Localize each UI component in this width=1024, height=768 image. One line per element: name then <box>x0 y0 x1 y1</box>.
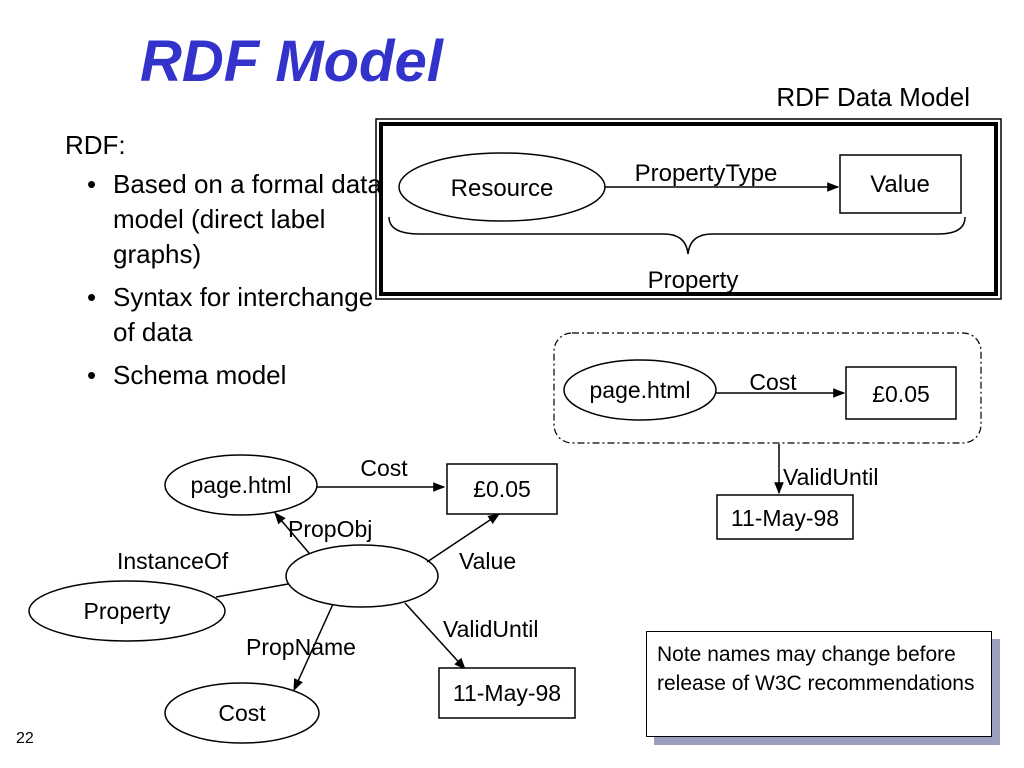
cost-node <box>164 682 320 744</box>
value-node <box>839 154 962 214</box>
reified-subject-node <box>164 454 318 516</box>
propobj-label: PropObj <box>288 516 372 542</box>
example-validuntil-label: ValidUntil <box>783 464 878 490</box>
bullet-item: Syntax for interchange of data <box>65 280 395 350</box>
property-label: Property <box>648 267 739 294</box>
data-model-caption: RDF Data Model <box>776 82 970 112</box>
note-box: Note names may change before release of … <box>646 631 992 737</box>
value-arrow <box>426 513 500 563</box>
property-type-label: PropertyType <box>635 160 778 187</box>
example-subject-label: page.html <box>589 377 690 403</box>
example-value-node <box>845 366 957 420</box>
data-model-frame-outer <box>375 118 1002 300</box>
reified-value-node <box>446 463 558 515</box>
reified-subject-label: page.html <box>190 472 291 498</box>
example-date-label: 11-May-98 <box>731 505 839 531</box>
property-node-label: Property <box>84 598 171 624</box>
validuntil-label: ValidUntil <box>443 616 538 642</box>
resource-label: Resource <box>451 175 554 202</box>
validuntil-arrow <box>404 602 466 670</box>
example-group <box>553 332 982 444</box>
property-node <box>28 580 226 642</box>
propobj-arrow <box>274 512 310 554</box>
bullet-list: RDF: Based on a formal data model (direc… <box>65 128 395 401</box>
example-cost-label: Cost <box>749 369 797 395</box>
slide-title: RDF Model <box>140 29 443 94</box>
example-value-label: £0.05 <box>872 381 930 407</box>
bullet-item: Based on a formal data model (direct lab… <box>65 167 395 272</box>
value-label: Value <box>870 171 930 198</box>
example-subject-node <box>563 359 717 421</box>
value-edge-label: Value <box>459 548 516 574</box>
bullet-item: Schema model <box>65 358 395 393</box>
cost-node-label: Cost <box>218 700 266 726</box>
example-date-node <box>716 494 854 540</box>
property-brace <box>388 216 966 255</box>
slide-number: 22 <box>16 730 34 747</box>
propname-arrow <box>293 603 334 692</box>
data-model-frame-inner <box>379 122 998 296</box>
propname-label: PropName <box>246 634 356 660</box>
bullet-lead: RDF: <box>65 130 126 160</box>
reified-value-label: £0.05 <box>473 476 531 502</box>
instanceof-label: InstanceOf <box>117 548 229 574</box>
date-node <box>438 667 576 719</box>
statement-node <box>285 544 439 608</box>
instanceof-edge <box>215 583 289 598</box>
reified-cost-label: Cost <box>360 455 408 481</box>
date-node-label: 11-May-98 <box>453 680 561 706</box>
